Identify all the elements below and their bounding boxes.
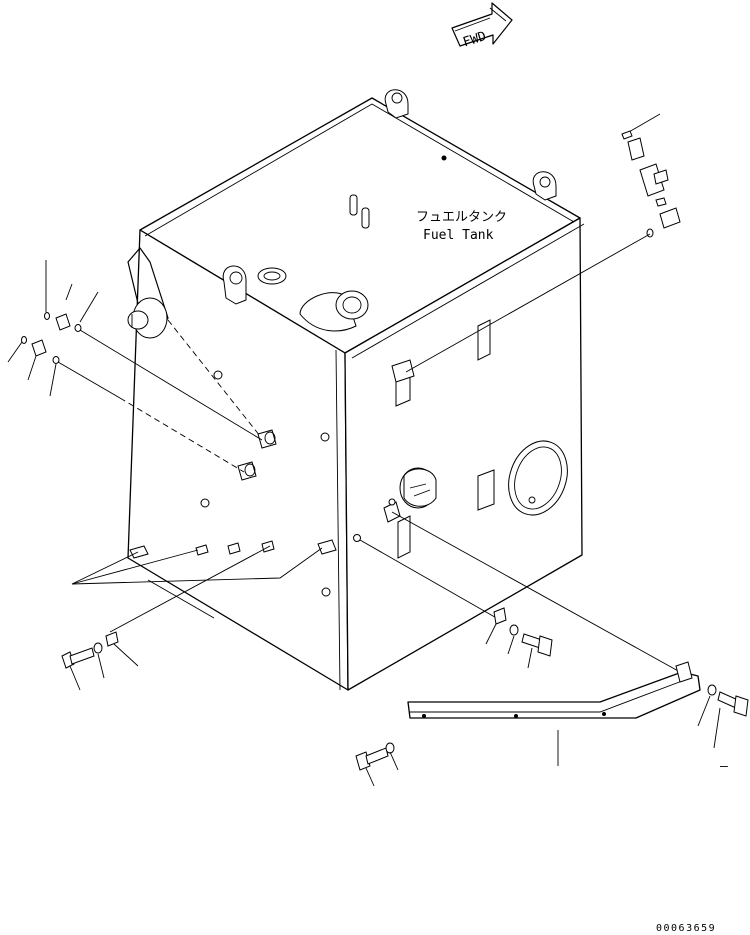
sender-unit (400, 468, 436, 508)
tank-bosses (130, 371, 361, 596)
fuel-filler-neck (300, 291, 368, 331)
drain-plugs (238, 430, 276, 480)
lifting-eye-right (533, 172, 556, 200)
drawing-number: 00063659 (656, 923, 716, 934)
support-arm (356, 512, 748, 786)
reference-dash: – (720, 759, 728, 774)
fuel-tank: フュエルタンク Fuel Tank (128, 90, 584, 690)
bolt-lower-left (62, 648, 94, 668)
side-outlet (128, 298, 167, 338)
bolt-lower-center (356, 743, 398, 786)
breather-pipes (350, 155, 447, 229)
return-fittings (406, 114, 680, 372)
lifting-eye-front (223, 266, 246, 304)
washer-lower-left (94, 643, 102, 653)
tank-label-english: Fuel Tank (423, 228, 494, 243)
fwd-label: FWD (461, 29, 488, 51)
level-gauge (499, 433, 578, 524)
tank-label-japanese: フュエルタンク (416, 210, 507, 225)
fwd-arrow: FWD (452, 3, 512, 50)
top-port (258, 268, 286, 284)
lower-left-bolts (62, 546, 322, 690)
tank-right-face (345, 218, 582, 690)
center-bottom-bolts (360, 540, 552, 668)
lifting-eye-rear (385, 90, 408, 118)
left-fittings (8, 260, 262, 472)
